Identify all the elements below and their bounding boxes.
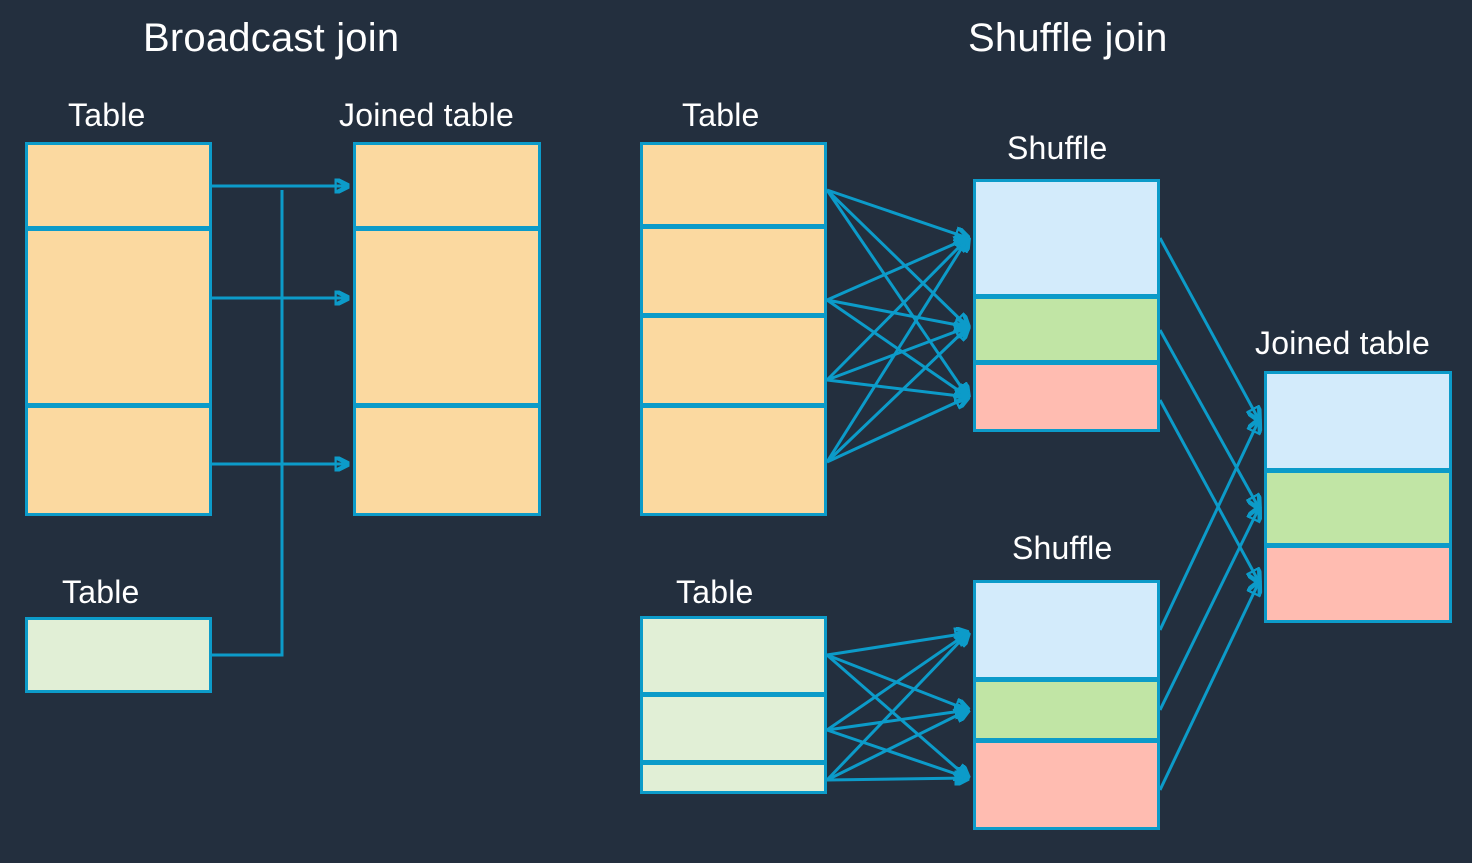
shuffle-bottom-table-row-2	[640, 694, 827, 763]
broadcast-source-row-3	[25, 405, 212, 516]
shuffle-bottom-edges	[825, 633, 968, 780]
shuffle-bottom-box-label: Shuffle	[1012, 530, 1113, 566]
shuffle-bottom-table-row-1	[640, 616, 827, 695]
broadcast-joined-row-1	[353, 142, 541, 229]
shuffle-top-box-label: Shuffle	[1007, 130, 1108, 166]
broadcast-small-table-row-1	[25, 617, 212, 693]
broadcast-joined-table-label: Joined table	[339, 97, 514, 133]
shuffle-bottom-table-row-3	[640, 762, 827, 794]
shuffle-bottom-partition-blue	[973, 580, 1160, 680]
shuffle-bottom-partition-red	[973, 740, 1160, 830]
shuffle-joined-table-label: Joined table	[1255, 325, 1430, 361]
shuffle-top-edges	[825, 188, 968, 464]
broadcast-source-table-label: Table	[68, 97, 146, 133]
shuffle-top-table-row-4	[640, 405, 827, 516]
broadcast-source-row-1	[25, 142, 212, 229]
broadcast-source-row-2	[25, 228, 212, 406]
shuffle-top-partition-green	[973, 296, 1160, 363]
shuffle-joined-row-blue	[1264, 371, 1452, 471]
shuffle-to-joined-edges	[1158, 237, 1259, 791]
broadcast-joined-row-2	[353, 228, 541, 406]
shuffle-top-partition-blue	[973, 179, 1160, 297]
broadcast-trunk	[212, 190, 284, 657]
broadcast-join-title: Broadcast join	[143, 16, 400, 60]
shuffle-top-partition-red	[973, 362, 1160, 432]
shuffle-joined-row-red	[1264, 545, 1452, 623]
shuffle-top-table-row-1	[640, 142, 827, 227]
shuffle-join-title: Shuffle join	[968, 16, 1168, 60]
shuffle-joined-row-green	[1264, 470, 1452, 546]
shuffle-top-table-row-2	[640, 226, 827, 316]
shuffle-bottom-partition-green	[973, 679, 1160, 741]
shuffle-top-table-label: Table	[682, 97, 760, 133]
shuffle-bottom-table-label: Table	[676, 574, 754, 610]
broadcast-joined-row-3	[353, 405, 541, 516]
shuffle-top-table-row-3	[640, 315, 827, 406]
broadcast-small-table-label: Table	[62, 574, 140, 610]
